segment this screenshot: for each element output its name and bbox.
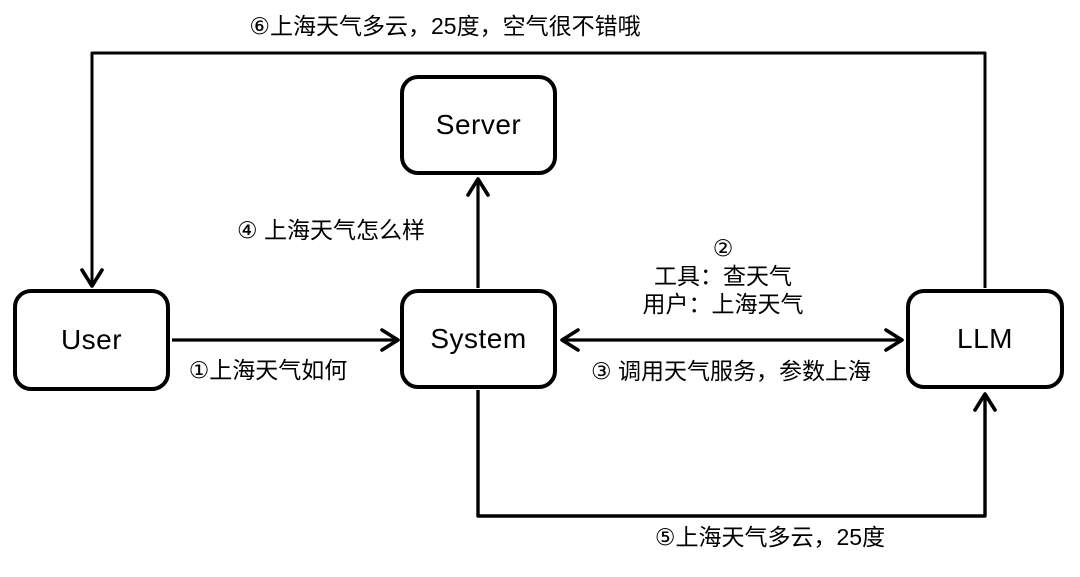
node-server-label: Server <box>435 109 522 140</box>
edge-label-step6: ⑥上海天气多云，25度，空气很不错哦 <box>249 13 641 39</box>
edge-label-step2-tool: 工具：查天气 <box>654 263 792 289</box>
node-user: User <box>13 289 170 391</box>
edge-label-step1: ①上海天气如何 <box>188 357 348 383</box>
node-llm: LLM <box>906 289 1064 389</box>
node-user-label: User <box>60 324 123 355</box>
edge-label-step2-user: 用户：上海天气 <box>642 291 804 317</box>
node-llm-label: LLM <box>957 323 1013 354</box>
node-system: System <box>400 289 557 389</box>
edge-label-step4: ④ 上海天气怎么样 <box>236 217 426 243</box>
arrow-system-to-llm-bottom <box>476 390 997 518</box>
edge-label-step5: ⑤上海天气多云，25度 <box>654 524 886 550</box>
edge-label-step3: ③ 调用天气服务，参数上海 <box>590 358 872 384</box>
node-system-label: System <box>430 323 527 354</box>
arrow-llm-to-user-top <box>80 51 987 288</box>
edge-label-step2-number: ② <box>712 235 734 261</box>
edge-label-step2: ② 工具：查天气 用户：上海天气 <box>643 234 804 318</box>
node-server: Server <box>400 75 557 175</box>
